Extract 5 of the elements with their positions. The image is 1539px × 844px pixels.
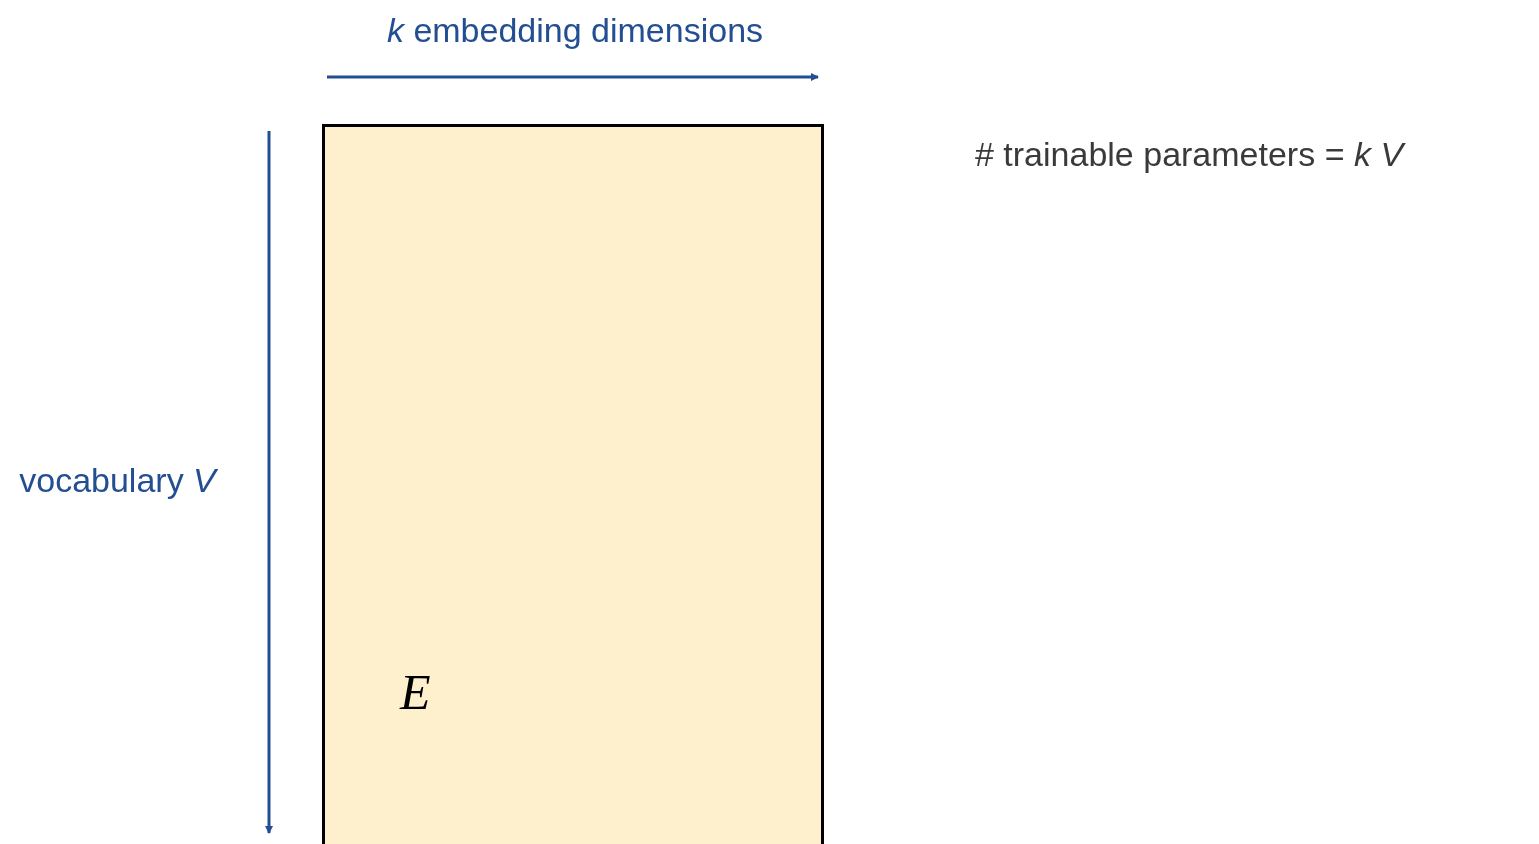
matrix-label: E <box>400 667 431 717</box>
formula-text: # trainable parameters = k V <box>975 134 1407 175</box>
axis-label: vocabulary V <box>18 460 219 501</box>
axis-label: k embedding dimensions <box>385 10 765 51</box>
matrix-box <box>322 124 824 844</box>
